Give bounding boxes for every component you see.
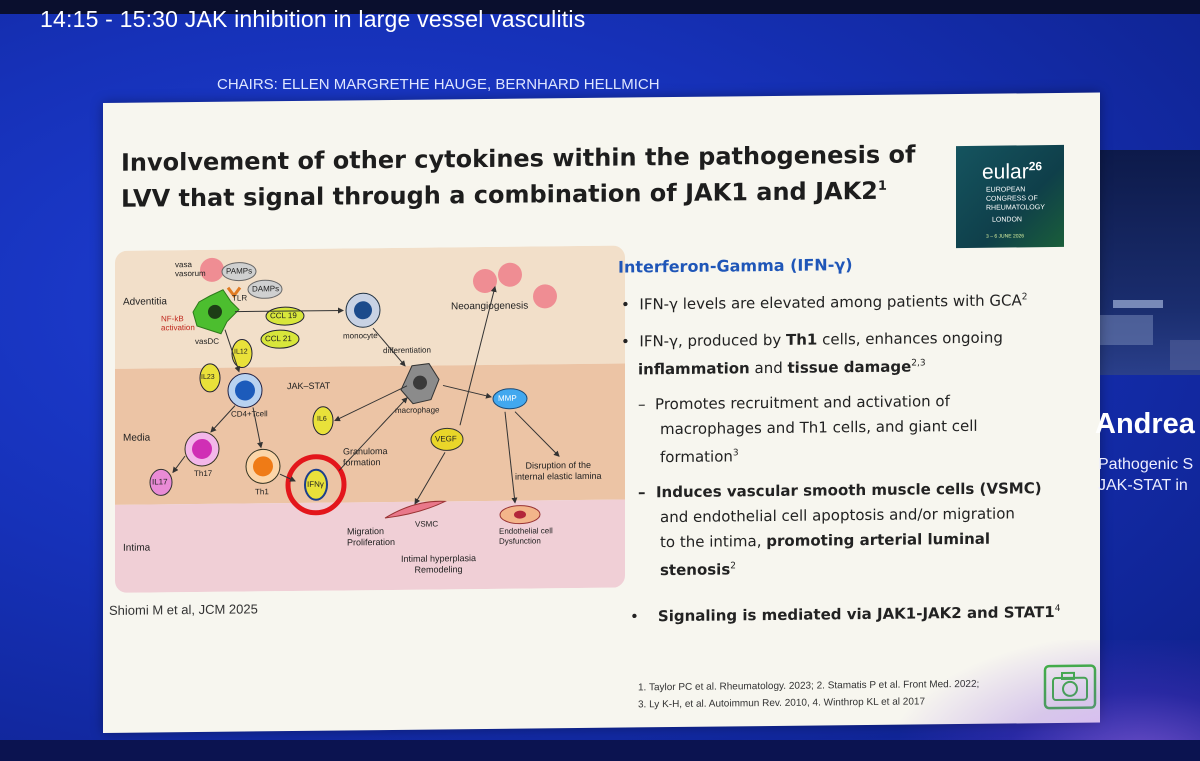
label-il23: IL23 [201, 374, 215, 381]
red-cell-icon [533, 284, 557, 308]
bullet-signaling: • Signaling is mediated via JAK1-JAK2 an… [630, 597, 1060, 630]
logo-city: LONDON [992, 216, 1022, 223]
label-vasdc: vasDC [195, 337, 219, 346]
bullet-ifn-levels: • IFN-γ levels are elevated among patien… [621, 285, 1028, 317]
bullet-ifn-produced: • IFN-γ, produced by Th1 cells, enhances… [621, 326, 1003, 383]
label-cd4: CD4+Tcell [231, 409, 268, 418]
label-pamps: PAMPs [226, 266, 252, 275]
label-il6: IL6 [317, 416, 327, 423]
label-tlr: TLR [232, 293, 247, 302]
slide-title: Involvement of other cytokines within th… [121, 138, 921, 214]
sub-bullet-recruitment: – Promotes recruitment and activation of… [638, 389, 978, 471]
layer-media: Media [123, 433, 150, 444]
label-th17: Th17 [194, 469, 212, 478]
label-ccl21: CCL 21 [265, 334, 292, 343]
label-damps: DAMPs [252, 284, 279, 293]
label-neoangiogenesis: Neoangiogenesis [451, 301, 528, 313]
label-il12: IL12 [234, 348, 248, 355]
diagram-citation: Shiomi M et al, JCM 2025 [109, 601, 258, 618]
sub-bullet-vsmc: – Induces vascular smooth muscle cells (… [638, 476, 1042, 583]
ifn-gamma-heading: Interferon-Gamma (IFN-γ) [618, 255, 853, 276]
label-vegf: VEGF [435, 434, 457, 443]
label-ccl19: CCL 19 [270, 311, 297, 320]
label-vsmc: VSMC [415, 519, 438, 528]
slide-title-line1: Involvement of other cytokines within th… [121, 140, 915, 176]
label-macrophage: macrophage [395, 405, 439, 414]
label-mmp: MMP [498, 394, 517, 403]
label-monocyte: monocyte [343, 331, 378, 340]
title-superscript: 1 [878, 179, 887, 194]
presentation-slide: Involvement of other cytokines within th… [103, 93, 1100, 733]
chairs-line: CHAIRS: ELLEN MARGRETHE HAUGE, BERNHARD … [217, 76, 660, 93]
layer-adventitia: Adventitia [123, 296, 167, 307]
slide-title-line2: LVV that signal through a combination of… [121, 177, 878, 213]
red-cell-icon [498, 263, 522, 287]
session-title: 14:15 - 15:30 JAK inhibition in large ve… [40, 6, 585, 33]
label-jakstat: JAK–STAT [287, 381, 330, 391]
bottom-bezel [0, 740, 1200, 761]
logo-dates: 3 – 6 JUNE 2026 [986, 233, 1024, 239]
layer-intima: Intima [123, 543, 150, 554]
speaker-name: Andrea [1095, 408, 1195, 441]
label-differentiation: differentiation [383, 346, 431, 356]
red-cell-icon [473, 269, 497, 293]
logo-brand: eular26 [982, 159, 1042, 185]
label-th1: Th1 [255, 487, 269, 496]
label-il17: IL17 [152, 477, 168, 486]
label-ifng: IFNγ [307, 480, 324, 489]
